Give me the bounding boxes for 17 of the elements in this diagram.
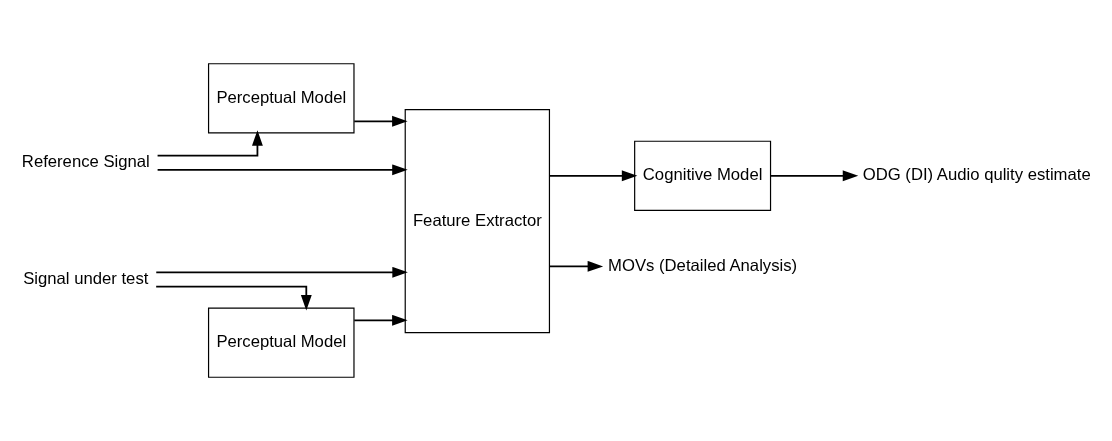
- arrow: [353, 115, 408, 127]
- arrow: [155, 266, 408, 278]
- node-text: Signal under test: [23, 268, 149, 288]
- node-box: Perceptual Model: [207, 307, 355, 378]
- arrow: [156, 130, 263, 157]
- arrow: [548, 170, 638, 182]
- node-box: Cognitive Model: [634, 140, 772, 211]
- arrow: [156, 164, 408, 176]
- node-box: Perceptual Model: [207, 63, 355, 134]
- node-box: Feature Extractor: [404, 109, 551, 334]
- arrow: [548, 260, 604, 272]
- arrow: [769, 170, 859, 182]
- node-text: ODG (DI) Audio qulity estimate: [862, 165, 1091, 185]
- arrow: [155, 285, 312, 311]
- node-text: Reference Signal: [21, 152, 150, 172]
- node-text: MOVs (Detailed Analysis): [608, 255, 798, 275]
- arrow: [353, 314, 408, 326]
